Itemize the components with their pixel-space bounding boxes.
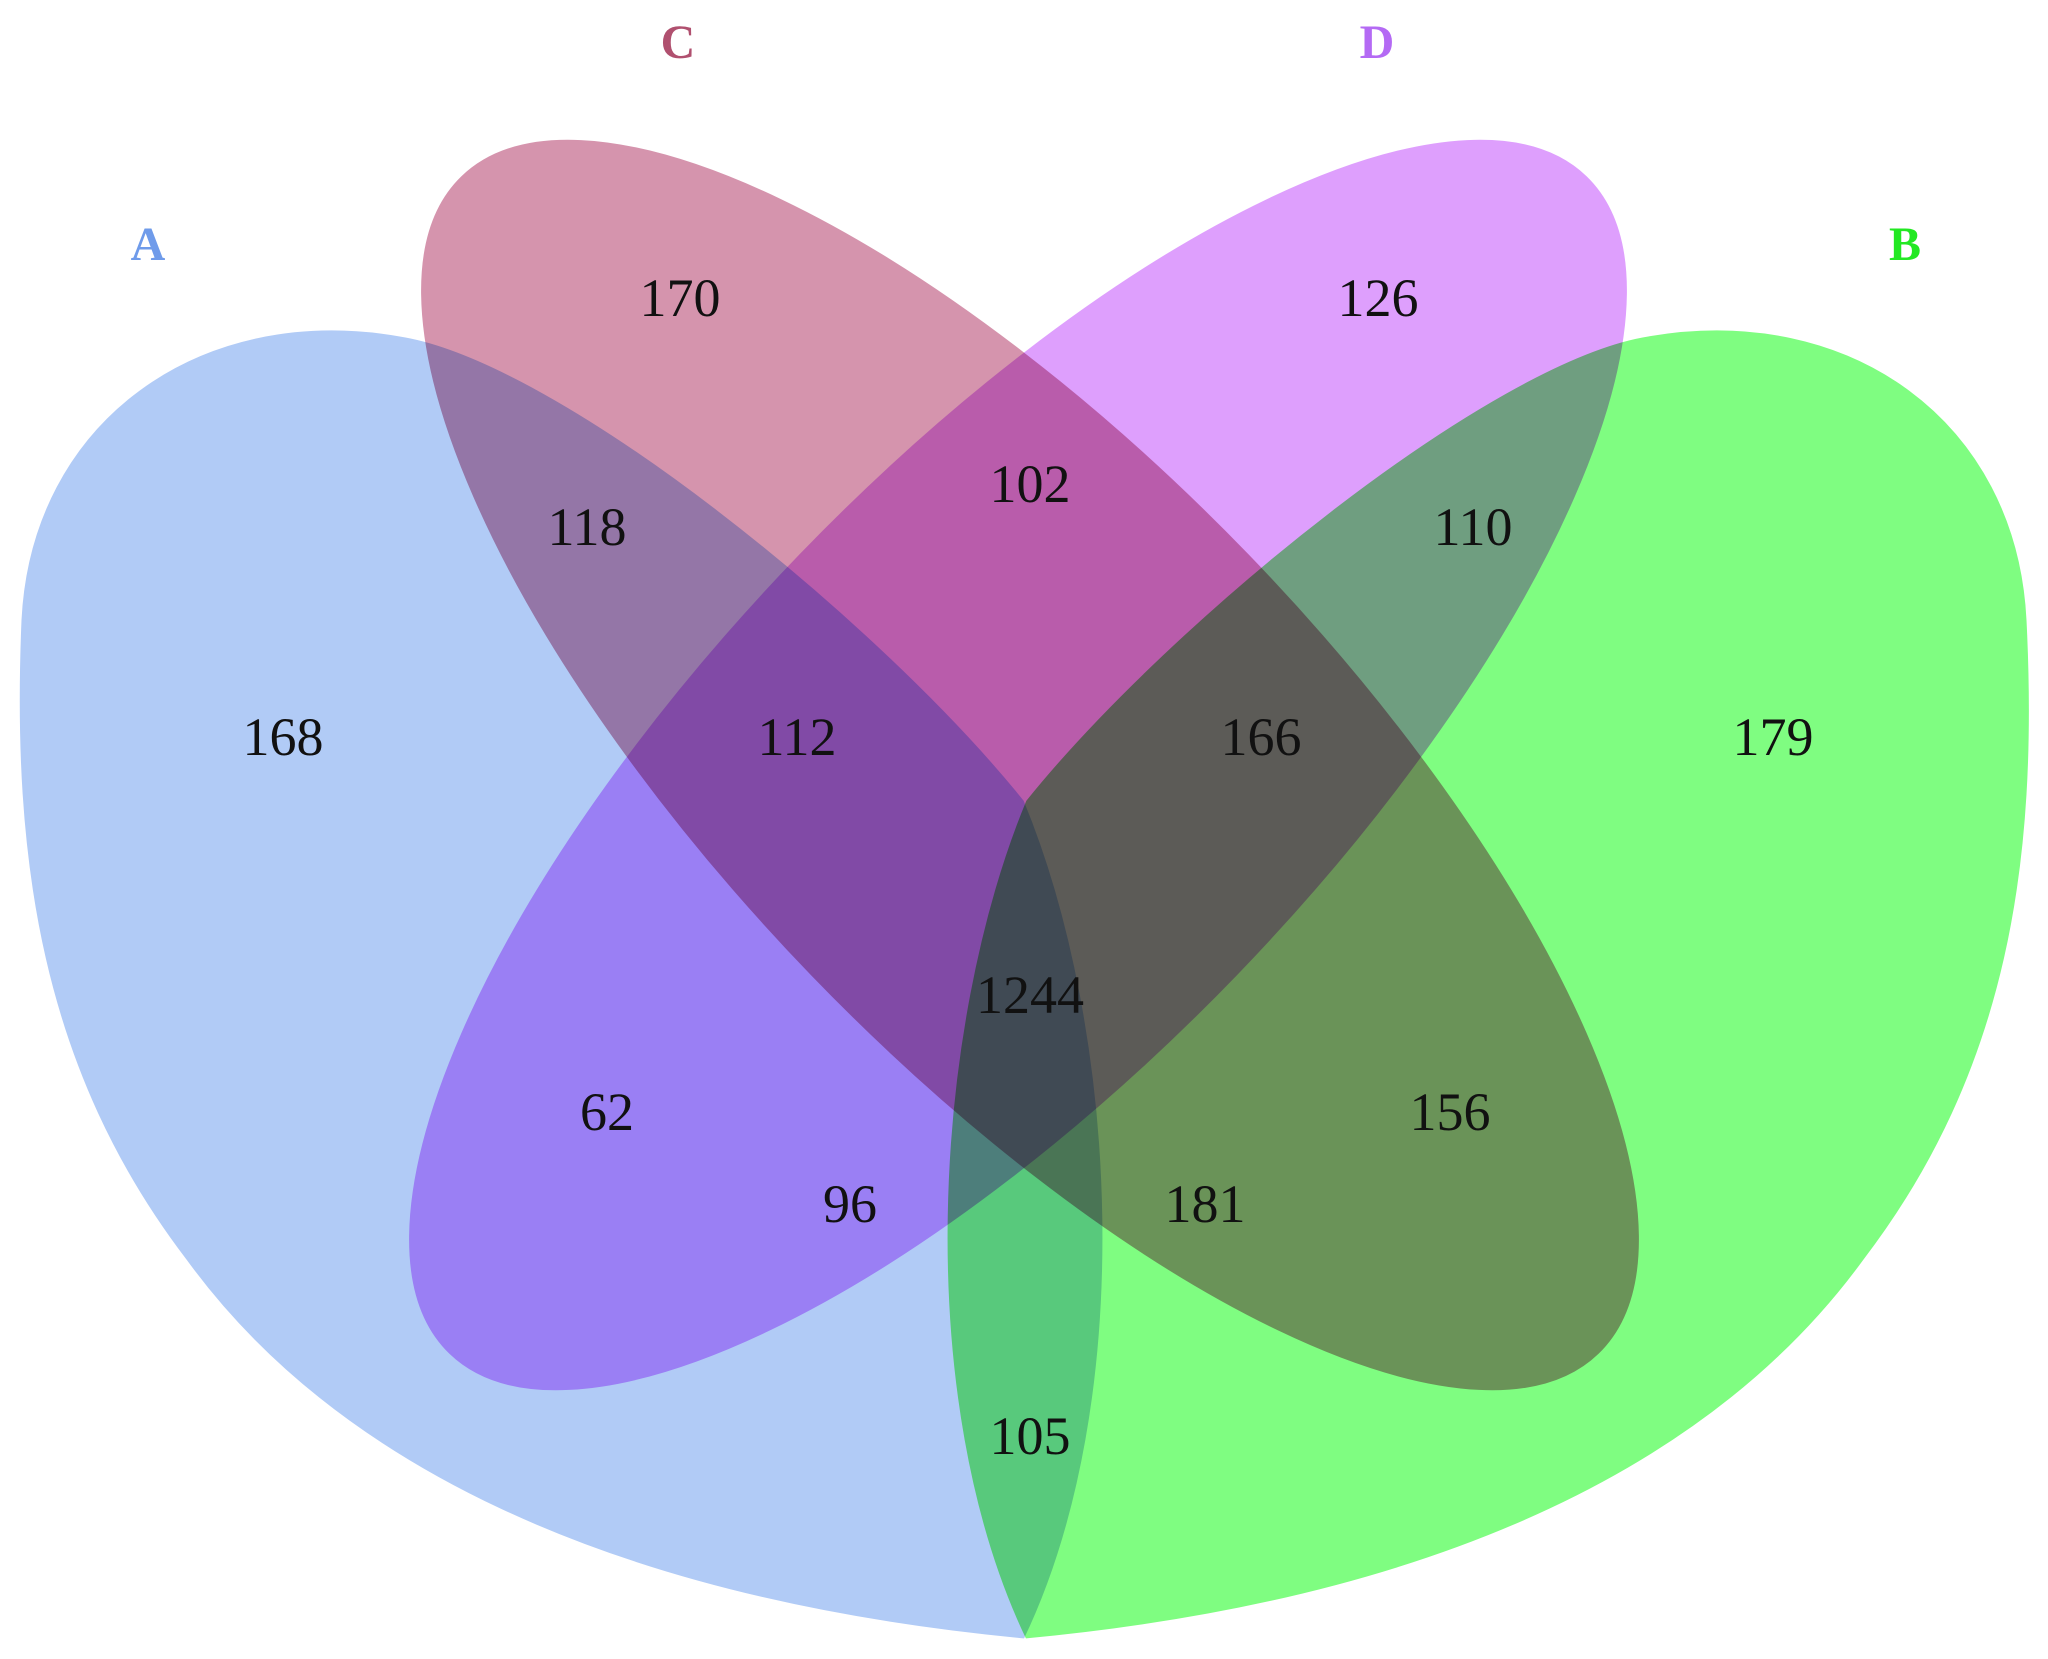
set-label-c: C <box>661 16 696 69</box>
set-shapes <box>16 136 2032 1642</box>
set-label-a: A <box>131 218 166 271</box>
count-a-d: 62 <box>580 1082 634 1142</box>
count-d-only: 126 <box>1338 268 1419 328</box>
set-label-b: B <box>1889 218 1921 271</box>
count-c-only: 170 <box>640 268 721 328</box>
set-label-d: D <box>1360 16 1395 69</box>
count-a-c-d: 112 <box>758 707 837 767</box>
set-labels: A C D B <box>131 16 1921 271</box>
count-a-b-c: 181 <box>1165 1174 1246 1234</box>
region-counts: 168 170 126 179 118 102 110 112 166 62 1… <box>243 268 1814 1466</box>
count-a-b: 105 <box>990 1406 1071 1466</box>
count-b-c-d: 166 <box>1221 707 1302 767</box>
set-b-shape <box>944 327 2032 1642</box>
count-a-b-d: 96 <box>823 1174 877 1234</box>
count-b-d: 110 <box>1434 497 1513 557</box>
count-a-only: 168 <box>243 707 324 767</box>
count-c-d: 102 <box>990 454 1071 514</box>
count-b-c: 156 <box>1410 1082 1491 1142</box>
count-all: 1244 <box>976 965 1084 1025</box>
count-a-c: 118 <box>548 497 627 557</box>
count-b-only: 179 <box>1733 707 1814 767</box>
